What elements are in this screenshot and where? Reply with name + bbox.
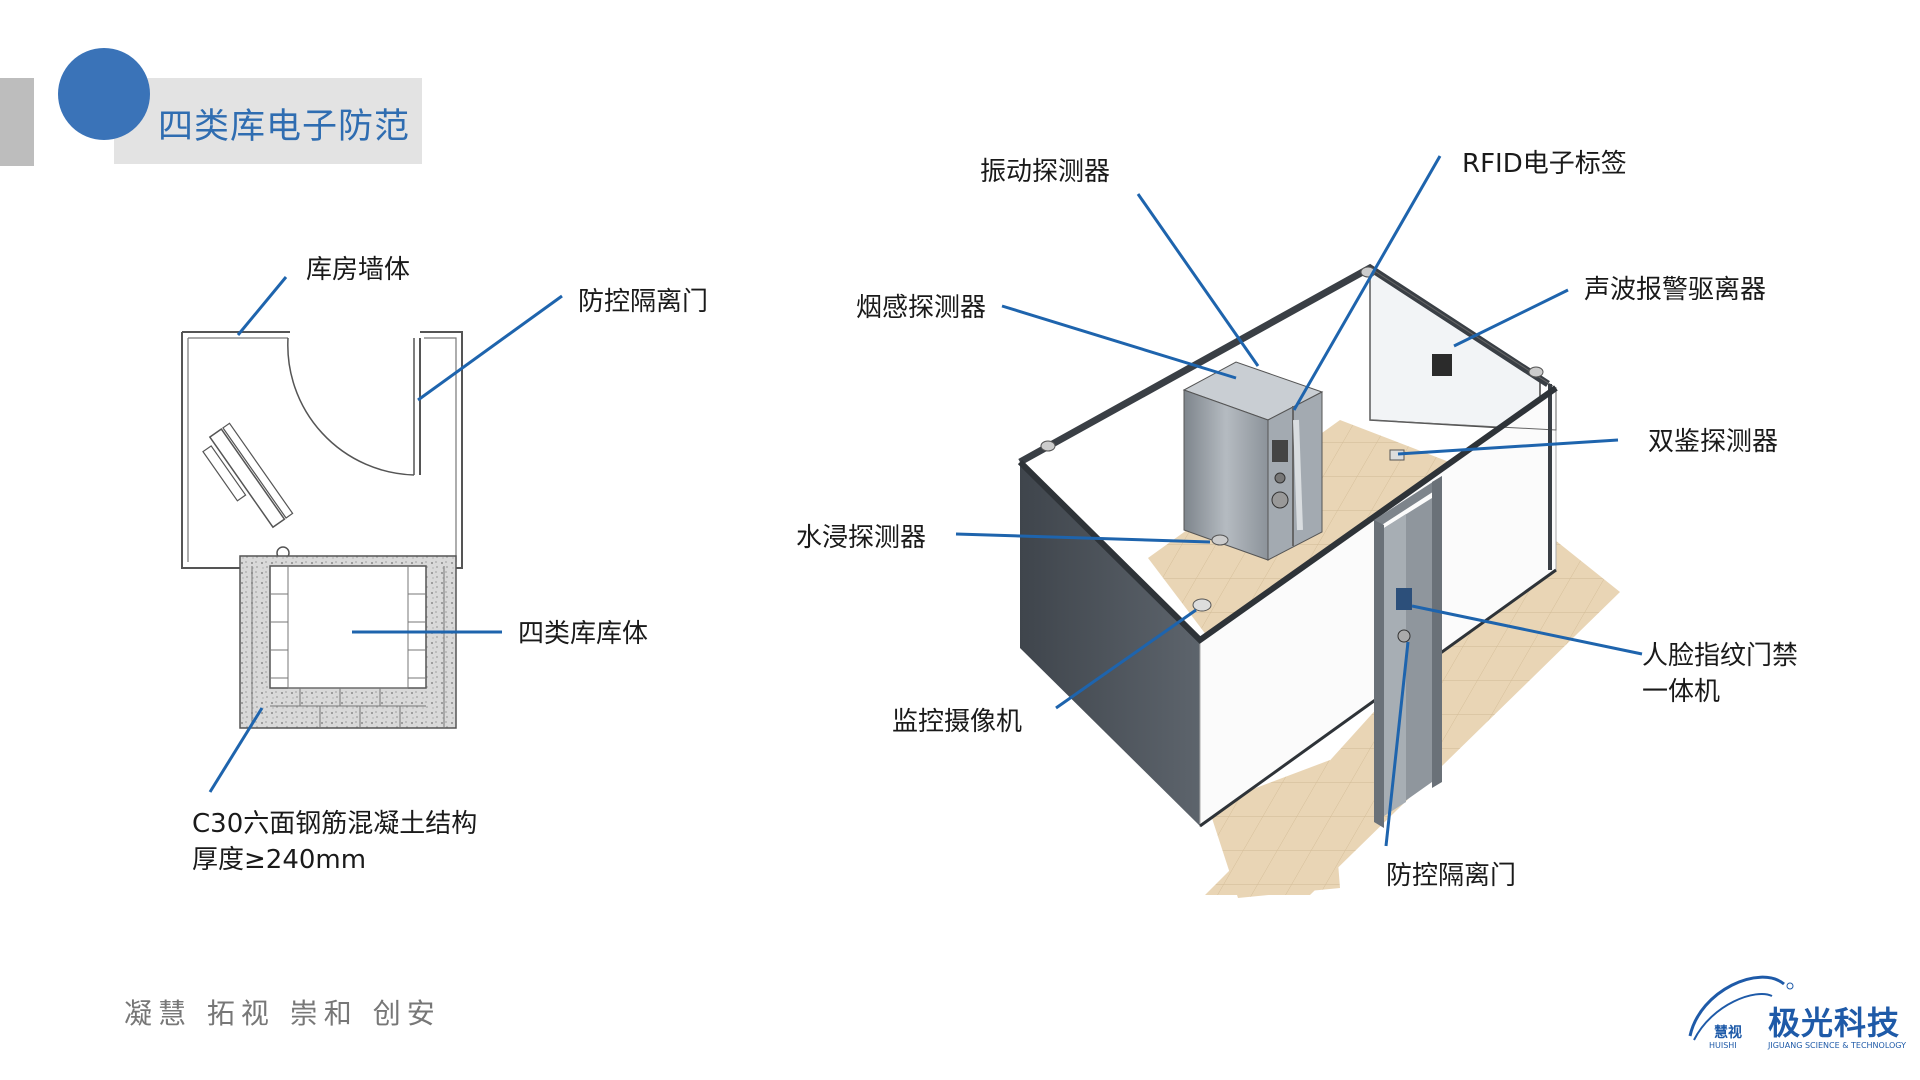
leader-camera [1055, 608, 1197, 710]
leader-water [955, 532, 1211, 544]
label-face-line2: 一体机 [1642, 677, 1721, 707]
leader-structure [208, 707, 264, 793]
leader-dual [1397, 438, 1619, 456]
room-wall-inner [187, 337, 457, 562]
sonic-alarm-box [1432, 354, 1452, 376]
leader-vibration [1136, 193, 1260, 367]
label-door-right: 防控隔离门 [1386, 861, 1517, 891]
leader-face [1411, 604, 1643, 656]
label-dual: 双鉴探测器 [1648, 427, 1779, 457]
leader-wall [236, 276, 288, 336]
leader-door-right [1384, 641, 1410, 847]
leader-rfid [1292, 155, 1442, 411]
page-title: 四类库电子防范 [158, 107, 411, 147]
vault-door [202, 422, 294, 529]
brand-name-en: JIGUANG SCIENCE & TECHNOLOGY [1768, 1041, 1906, 1050]
leader-sonic [1453, 288, 1569, 348]
right-leader-lines [955, 155, 1643, 847]
concrete-vault [239, 555, 457, 729]
label-vibration: 振动探测器 [980, 157, 1111, 187]
leader-door-left [417, 294, 563, 402]
huishi-logo-en: HUISHI [1709, 1041, 1737, 1050]
label-structure-line1: C30六面钢筋混凝土结构 [192, 809, 478, 839]
label-water: 水浸探测器 [796, 523, 927, 553]
left-accent-bar [0, 78, 34, 166]
isolation-door-3d [1374, 476, 1442, 828]
label-camera: 监控摄像机 [892, 707, 1023, 737]
left-leader-lines [208, 276, 563, 793]
label-sonic: 声波报警驱离器 [1584, 275, 1767, 305]
label-structure-line2: 厚度≥240mm [192, 845, 367, 875]
brand-name: 极光科技 [1768, 1004, 1901, 1042]
room-3d [1017, 263, 1620, 898]
title-band [114, 78, 422, 164]
door-swing-arc [287, 337, 415, 476]
label-vault: 四类库库体 [518, 619, 649, 649]
label-door-left: 防控隔离门 [578, 287, 709, 317]
label-face-line1: 人脸指纹门禁 [1642, 641, 1799, 671]
huishi-logo-text: 慧视 [1714, 1025, 1742, 1041]
floor-plan [181, 331, 463, 729]
label-smoke: 烟感探测器 [856, 293, 987, 323]
left-wall [1020, 462, 1200, 826]
back-wall [1369, 266, 1541, 431]
title-circle [58, 48, 150, 140]
label-rfid: RFID电子标签 [1462, 149, 1627, 179]
company-slogan: 凝慧 拓视 崇和 创安 [124, 997, 441, 1030]
leader-smoke [1001, 304, 1237, 380]
camera-device [1192, 598, 1212, 612]
cabinet [1182, 361, 1324, 561]
huishi-logo-swoosh [1688, 975, 1794, 1041]
label-wall: 库房墙体 [306, 255, 411, 285]
